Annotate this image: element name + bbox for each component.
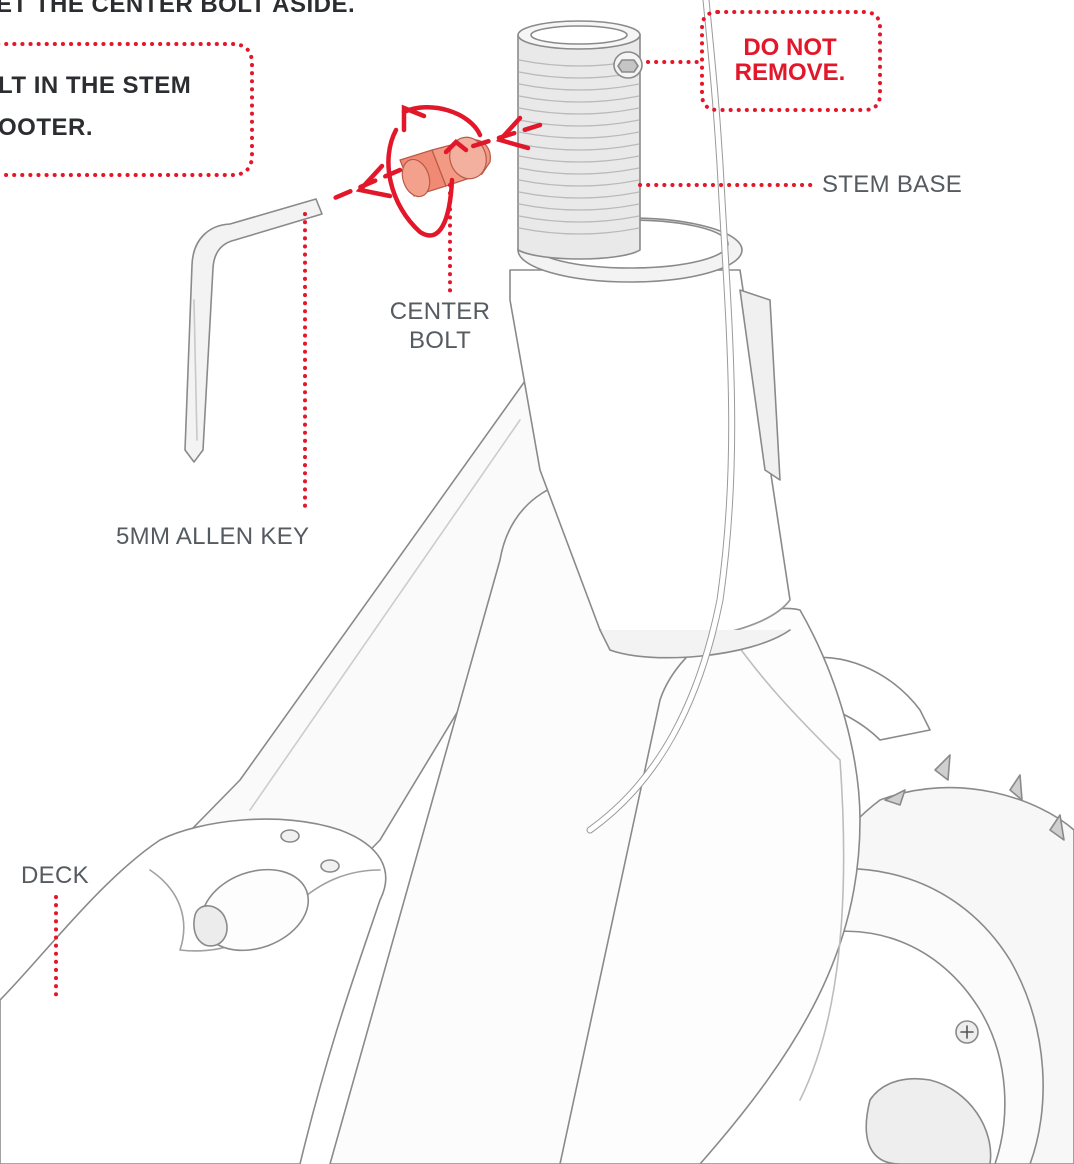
center-bolt-label-line2: BOLT [380,326,500,355]
do-not-remove-warning: DO NOT REMOVE. [712,35,868,85]
stem-base-label: STEM BASE [822,171,962,199]
instruction-callout-line1: LT IN THE STEM [0,67,191,105]
rotation-arrow-head [404,108,424,130]
center-bolt-label-line1: CENTER [380,297,500,326]
allen-key [185,199,322,462]
center-bolt-label: CENTER BOLT [380,297,500,355]
instruction-callout-line2: OOTER. [0,109,93,147]
warning-line2: REMOVE. [712,60,868,85]
deck-label: DECK [21,862,89,890]
warning-line1: DO NOT [712,35,868,60]
allen-key-label: 5MM ALLEN KEY [116,523,309,551]
stem-base-tube [518,21,642,259]
instruction-step-text: ET THE CENTER BOLT ASIDE. [0,0,355,24]
